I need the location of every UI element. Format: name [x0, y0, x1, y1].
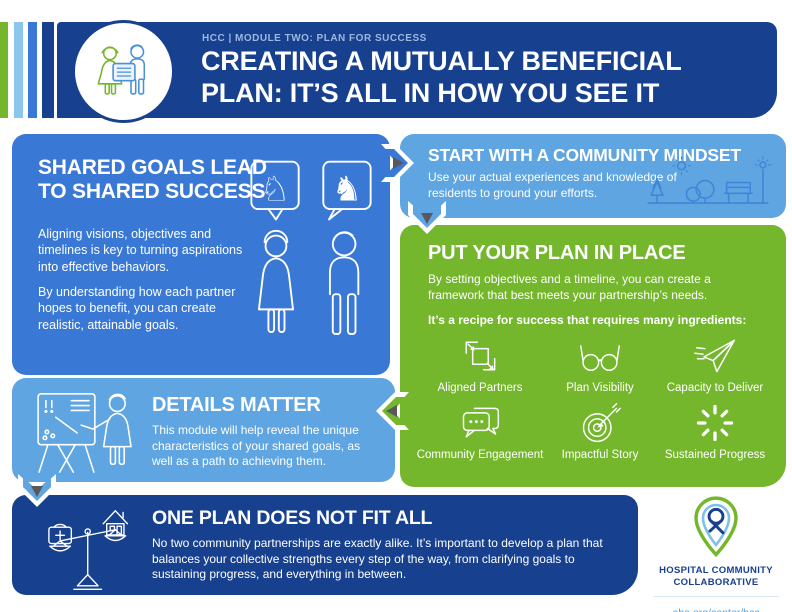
community-mindset-title: START WITH A COMMUNITY MINDSET [428, 145, 741, 165]
org-name-line2: COLLABORATIVE [673, 576, 759, 588]
one-plan-body: No two community partnerships are exactl… [152, 536, 603, 582]
footer-divider [653, 595, 779, 597]
flow-arrow-left-icon [375, 390, 409, 432]
plan-in-place-lead: It’s a recipe for success that requires … [428, 313, 747, 327]
accent-stripe-lightblue [14, 22, 23, 118]
shared-goals-title-line1: SHARED GOALS LEAD [38, 156, 267, 179]
plan-in-place-panel: PUT YOUR PLAN IN PLACE By setting object… [400, 225, 786, 487]
hcc-pin-logo-icon [687, 496, 745, 562]
ingredient-impactful-story: Impactful Story [544, 400, 656, 461]
accent-stripe-blue [28, 22, 37, 118]
two-people-chess-thought-bubbles-icon: ♘ ♞ [240, 148, 382, 365]
shared-goals-title: SHARED GOALS LEAD TO SHARED SUCCESS [38, 156, 267, 203]
svg-text:♞: ♞ [332, 170, 363, 210]
progress-spinner-icon [693, 400, 737, 446]
accent-stripe-green [0, 22, 8, 118]
speech-bubbles-icon [457, 400, 503, 446]
details-matter-panel: DETAILS MATTER This module will help rev… [12, 378, 395, 482]
svg-text:♘: ♘ [260, 170, 291, 210]
ingredient-community-engagement: Community Engagement [416, 400, 544, 461]
header-eyebrow: HCC | MODULE TWO: PLAN FOR SUCCESS [202, 33, 427, 44]
presenter-easel-icon [34, 386, 142, 481]
page-title-line2: PLAN: IT’S ALL IN HOW YOU SEE IT [201, 77, 660, 108]
ingredient-label: Plan Visibility [566, 382, 634, 394]
ingredient-capacity-to-deliver: Capacity to Deliver [656, 333, 774, 394]
flow-arrow-down-icon [16, 474, 58, 508]
ingredient-label: Capacity to Deliver [666, 382, 764, 394]
details-matter-title: DETAILS MATTER [152, 394, 321, 416]
flow-arrow-down-icon [406, 201, 448, 235]
community-mindset-panel: START WITH A COMMUNITY MINDSET Use your … [400, 134, 786, 218]
target-arrow-icon [577, 400, 623, 446]
one-plan-panel: ONE PLAN DOES NOT FIT ALL No two communi… [12, 495, 638, 595]
details-matter-body: This module will help reveal the unique … [152, 423, 361, 469]
park-scene-icon [644, 156, 772, 213]
ingredient-sustained-progress: Sustained Progress [656, 400, 774, 461]
ingredients-grid: Aligned Partners Plan Visibility [416, 333, 774, 461]
accent-stripe-navy [42, 22, 54, 118]
header-badge [72, 20, 175, 123]
page-title-line1: CREATING A MUTUALLY BENEFICIAL [201, 46, 682, 76]
ingredient-label: Impactful Story [561, 449, 639, 461]
plan-in-place-body: By setting objectives and a timeline, yo… [428, 272, 711, 302]
footer-brand-block: HOSPITAL COMMUNITY COLLABORATIVE aha.org… [645, 492, 787, 612]
aligned-squares-arrows-icon [458, 333, 502, 379]
shared-goals-paragraph-1: Aligning visions, objectives and timelin… [38, 227, 243, 274]
page-title: CREATING A MUTUALLY BENEFICIAL PLAN: IT’… [201, 46, 682, 110]
shared-goals-panel: SHARED GOALS LEAD TO SHARED SUCCESS Alig… [12, 134, 390, 375]
flow-arrow-right-icon [381, 142, 415, 184]
shared-goals-title-line2: TO SHARED SUCCESS [38, 179, 266, 203]
ingredient-label: Community Engagement [416, 449, 544, 461]
org-name: HOSPITAL COMMUNITY COLLABORATIVE [645, 565, 787, 589]
community-mindset-body: Use your actual experiences and knowledg… [428, 170, 677, 200]
eyeglasses-icon [577, 333, 623, 379]
ingredient-label: Aligned Partners [437, 382, 523, 394]
header-banner [57, 22, 777, 118]
paper-plane-icon [692, 333, 738, 379]
plan-in-place-title: PUT YOUR PLAN IN PLACE [428, 242, 686, 264]
footer-link[interactable]: aha.org/center/hcc [673, 607, 760, 612]
balance-scale-medical-house-icon [34, 503, 138, 596]
shared-goals-paragraph-2: By understanding how each partner hopes … [38, 285, 236, 332]
ingredient-aligned-partners: Aligned Partners [416, 333, 544, 394]
ingredient-plan-visibility: Plan Visibility [544, 333, 656, 394]
ingredient-label: Sustained Progress [664, 449, 766, 461]
one-plan-title: ONE PLAN DOES NOT FIT ALL [152, 507, 433, 529]
org-name-line1: HOSPITAL COMMUNITY [659, 565, 773, 576]
partners-holding-sign-icon [85, 33, 163, 110]
